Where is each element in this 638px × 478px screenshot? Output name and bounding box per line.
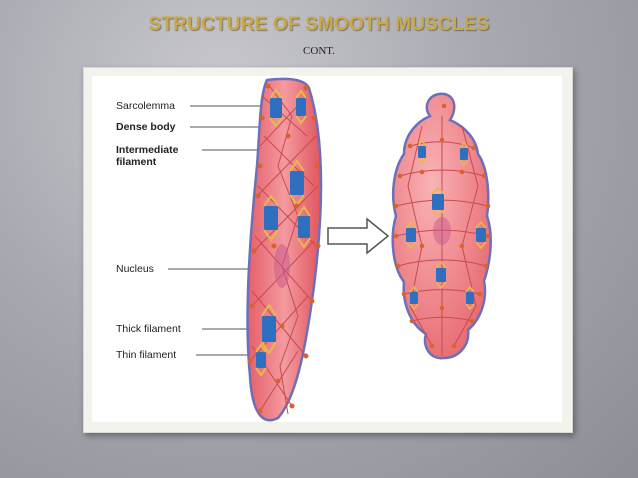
dense-bodies bbox=[247, 83, 321, 414]
smooth-muscle-diagram bbox=[168, 77, 492, 422]
label-dense-body: Dense body bbox=[116, 121, 176, 133]
contracted-dense-bodies bbox=[393, 103, 491, 349]
label-intermediate-filament-line1: Intermediate bbox=[116, 144, 179, 156]
nucleus bbox=[274, 244, 290, 288]
relaxed-smooth-muscle-cell bbox=[246, 77, 323, 422]
label-sarcolemma: Sarcolemma bbox=[116, 100, 175, 112]
label-nucleus: Nucleus bbox=[116, 263, 154, 275]
figure-panel: Sarcolemma Dense body Intermediate filam… bbox=[92, 76, 562, 422]
slide-title: STRUCTURE OF SMOOTH MUSCLES bbox=[148, 14, 490, 35]
contracted-filament-bundles bbox=[405, 139, 487, 311]
intermediate-filament-network bbox=[249, 83, 319, 415]
label-intermediate-filament-line2: filament bbox=[116, 156, 157, 168]
contracted-smooth-muscle-cell bbox=[391, 92, 492, 360]
label-thick-filament: Thick filament bbox=[116, 323, 181, 335]
contraction-arrow-icon bbox=[327, 217, 390, 255]
figure-frame: Sarcolemma Dense body Intermediate filam… bbox=[83, 67, 573, 433]
label-thin-filament: Thin filament bbox=[116, 349, 177, 361]
slide-subtitle: CONT. bbox=[303, 45, 335, 57]
contracted-nucleus bbox=[433, 217, 451, 245]
filament-bundles bbox=[255, 88, 311, 377]
